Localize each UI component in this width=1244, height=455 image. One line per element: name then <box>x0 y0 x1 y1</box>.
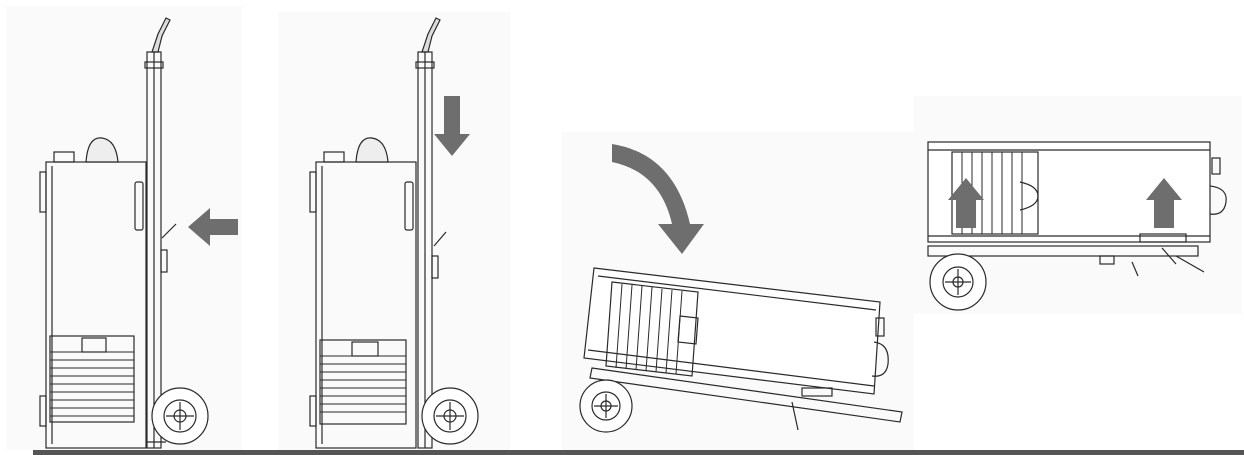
step-4-panel <box>914 96 1242 314</box>
tilt-clockwise-arrow-icon <box>612 144 704 254</box>
step-1-panel <box>6 6 242 450</box>
push-left-arrow-icon <box>188 208 238 246</box>
step-1-illustration <box>6 6 242 450</box>
step-2-illustration <box>278 12 510 450</box>
step-3-illustration <box>562 132 914 450</box>
step-4-illustration <box>914 96 1242 314</box>
step-2-panel <box>278 12 510 450</box>
step-3-panel <box>562 132 914 450</box>
press-down-arrow-icon <box>434 96 470 156</box>
bottom-divider <box>33 450 1244 455</box>
